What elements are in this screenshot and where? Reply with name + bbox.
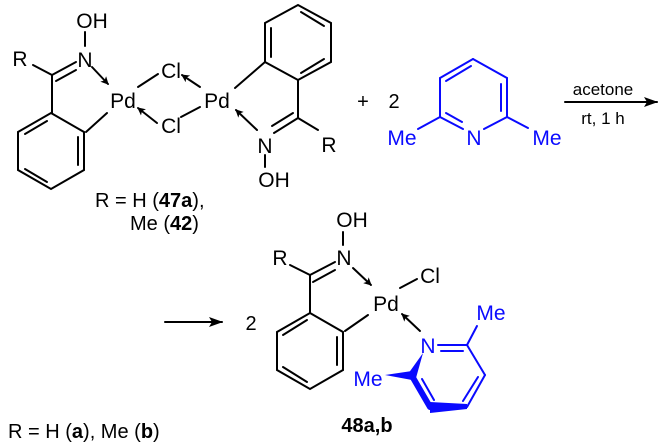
atom-OH: OH <box>76 10 108 33</box>
atom-OH: OH <box>258 169 290 192</box>
atom-Cl: Cl <box>420 265 440 288</box>
atom-OH: OH <box>336 209 368 232</box>
methyl-group: Me <box>353 368 382 391</box>
label-text: ) <box>192 213 199 235</box>
atom-R: R <box>272 247 287 270</box>
compound-number: 42 <box>170 213 192 235</box>
svg-text:Me (42): Me (42) <box>130 213 199 235</box>
methyl-group: Me <box>476 302 505 325</box>
solvent-condition: acetone <box>573 80 634 99</box>
methyl-group: Me <box>387 127 416 150</box>
palladium-dimer-reactant: R N OH Pd Cl Cl Pd N OH R <box>12 3 337 192</box>
product-compound-number: 48a,b <box>341 415 392 437</box>
left-half-bonds <box>17 31 159 191</box>
temperature-time-condition: rt, 1 h <box>581 109 624 128</box>
reactant-label: R = H (47a), Me (42) <box>95 190 205 235</box>
atom-R: R <box>321 134 336 157</box>
compound-number: 47a <box>159 190 193 212</box>
atom-N: N <box>77 49 92 72</box>
atom-Cl: Cl <box>161 60 181 83</box>
right-half-bonds <box>180 3 332 168</box>
reaction-arrow: acetone rt, 1 h <box>564 80 658 128</box>
stoichiometric-coefficient: 2 <box>388 91 399 113</box>
atom-N: N <box>336 247 351 270</box>
atom-Cl: Cl <box>161 115 181 138</box>
atom-Pd: Pd <box>373 293 399 316</box>
substituent-footnote: R = H (a), Me (b) <box>8 421 160 443</box>
atom-Pd: Pd <box>110 90 136 113</box>
coordinated-lutidine: N Me Me <box>353 302 506 413</box>
atom-R: R <box>12 48 27 71</box>
label-text: Me ( <box>130 213 170 235</box>
label-text: ), Me ( <box>83 421 141 443</box>
atom-N: N <box>420 335 435 358</box>
svg-text:R = H (47a),: R = H (47a), <box>95 190 205 212</box>
label-text: ), <box>192 190 204 212</box>
compound-letter: b <box>141 421 153 443</box>
product-complex: R N OH Pd Cl N Me Me <box>272 209 506 413</box>
atom-N: N <box>257 135 272 158</box>
compound-letter: a <box>72 421 84 443</box>
atom-Pd: Pd <box>204 90 230 113</box>
label-text: ) <box>153 421 160 443</box>
stoichiometric-coefficient: 2 <box>245 313 256 335</box>
label-text: R = H ( <box>8 421 72 443</box>
plus-sign: + <box>357 91 369 113</box>
lutidine-reagent: Me N Me <box>387 58 562 150</box>
atom-N: N <box>466 127 481 150</box>
label-text: R = H ( <box>95 190 159 212</box>
methyl-group: Me <box>532 127 561 150</box>
